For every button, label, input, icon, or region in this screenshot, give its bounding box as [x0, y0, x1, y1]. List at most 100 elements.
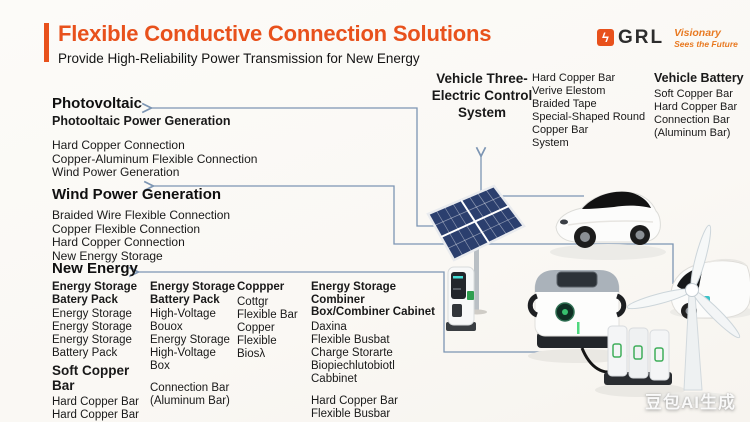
vehicle-battery-list: Soft Copper Bar Hard Copper Bar Connecti…: [654, 88, 746, 140]
title-accent-bar: [44, 23, 49, 62]
column-list: Cottgr Flexible Bar Copper Flexible Bios…: [237, 296, 307, 361]
photovoltaic-list: Hard Copper Connection Copper-Aluminum F…: [52, 138, 352, 180]
list-item: Hard Copper Bar: [52, 396, 139, 408]
list-item: Connection Bar: [150, 382, 230, 394]
column-list: Hard Copper Bar Hard Copper Bar: [52, 396, 144, 422]
column-list: High-Voltage Bouox Energy Storage High-V…: [150, 308, 236, 373]
column-list: Energy Storage Energy Storage Energy Sto…: [52, 308, 144, 360]
list-item: Biosλ: [237, 347, 266, 360]
list-item: New Energy Storage: [52, 248, 163, 263]
vehicle-control-list: Hard Copper Bar Verive Elestom Braided T…: [532, 72, 650, 150]
grl-logo-text: GRL: [618, 27, 665, 48]
new-energy-column-2: Energy Storage Battery Pack High-Voltage…: [150, 281, 236, 408]
list-item: High-Voltage: [150, 347, 216, 359]
photovoltaic-title: Photovoltaic: [52, 95, 143, 112]
powerstation-shadow: [528, 349, 628, 363]
cabinet-shadow: [595, 383, 685, 397]
list-item: Copper-Aluminum Flexible Connection: [52, 151, 258, 166]
new-energy-column-1: Energy Storage Batery Pack Energy Storag…: [52, 281, 144, 422]
page-subtitle: Provide High-Reliability Power Transmiss…: [58, 51, 420, 66]
charging-pile-screen: [451, 272, 466, 299]
column-list: Connection Bar (Aluminum Bar): [150, 382, 236, 408]
list-item: Copper: [237, 321, 275, 334]
list-item: Connection Bar: [654, 114, 730, 126]
list-item: (Aluminum Bar): [150, 395, 230, 407]
section-photovoltaic: Photovoltaic Photooltaic Power Generatio…: [52, 95, 352, 180]
list-item: Wind Power Generation: [52, 165, 180, 179]
list-item: Hard Copper Bar: [311, 394, 398, 407]
list-item: Flexible Busbat: [311, 333, 390, 346]
wind-turbine-illustration: [626, 224, 741, 391]
column-list: Daxina Flexible Busbat Charge Storarte B…: [311, 321, 443, 386]
list-item: (Aluminum Bar): [654, 127, 731, 139]
list-item: Charge Storarte: [311, 346, 393, 359]
list-item: Flexible: [237, 334, 277, 347]
list-item: Braided Wire Flexible Connection: [52, 208, 231, 222]
wind-power-title: Wind Power Generation: [52, 186, 222, 203]
charging-pile-label: [467, 291, 474, 300]
list-item: Soft Copper Bar: [654, 88, 733, 100]
vehicle-control-title: Vehicle Three-Electric Control System: [431, 71, 533, 120]
list-item: Flexible Bar: [237, 308, 298, 321]
list-item: System: [532, 137, 569, 149]
vehicle-battery-title: Vehicle Battery: [654, 71, 744, 85]
list-item: Verive Elestom: [532, 85, 606, 97]
grl-logo: ϟ GRL Visionary Sees the Future: [597, 27, 738, 50]
power-station-screen: [556, 271, 598, 288]
list-item: Energy Storage: [52, 321, 132, 333]
turbine-blades: [626, 224, 741, 339]
list-item: Copper Flexible Connection: [52, 221, 201, 236]
power-station-handle-right: [615, 293, 627, 318]
turbine-hub: [685, 283, 699, 297]
section-vehicle-battery: Vehicle Battery Soft Copper Bar Hard Cop…: [654, 71, 746, 140]
list-item: Special-Shaped Round Copper Bar: [532, 111, 646, 136]
battery-icon: [612, 343, 622, 358]
ai-watermark: 豆包AI生成: [645, 393, 736, 412]
list-item: Hard Copper Connection: [52, 235, 185, 249]
list-item: Hard Copper Bar: [52, 409, 139, 421]
new-energy-title: New Energy: [52, 260, 138, 277]
list-item: Battery Pack: [52, 347, 118, 359]
list-item: Energy Storage: [52, 308, 132, 320]
arrow-photovoltaic: [150, 108, 446, 227]
battery-cabinet-illustration: [580, 325, 672, 385]
section-wind-power: Wind Power Generation Braided Wire Flexi…: [52, 186, 352, 263]
list-item: Flexible Busbar: [311, 407, 391, 420]
list-item: Hard Copper Bar: [654, 101, 738, 113]
soft-copper-bar-heading: Soft Copper Bar: [52, 363, 130, 393]
tagline-line1: Visionary: [674, 27, 721, 39]
grl-logo-bolt-icon: ϟ: [597, 29, 614, 46]
battery-icon: [633, 345, 643, 360]
car-shadow: [550, 244, 666, 260]
list-item: Daxina: [311, 320, 347, 333]
list-item: Box: [150, 360, 170, 372]
car-roof-glass: [582, 191, 651, 209]
list-item: Bouox: [150, 321, 183, 333]
solar-pole: [474, 240, 479, 312]
arrow-wind-power: [152, 186, 674, 284]
hatchback-car-illustration: [555, 191, 661, 248]
wind-power-list: Braided Wire Flexible Connection Copper …: [52, 208, 352, 263]
list-item: Cabbinet: [311, 372, 358, 385]
new-energy-column-4: Energy Storage Combiner Box/Combiner Cab…: [311, 281, 443, 421]
list-item: Cottgr: [237, 295, 269, 308]
photovoltaic-subtitle: Photooltaic Power Generation: [52, 114, 231, 128]
charging-pile-illustration: [446, 266, 476, 331]
new-energy-column-3: Coppper Cottgr Flexible Bar Copper Flexi…: [237, 281, 307, 361]
column-list: Hard Copper Bar Flexible Busbar: [311, 395, 443, 421]
list-item: Hard Copper Connection: [52, 138, 185, 152]
list-item: Energy Storage: [52, 334, 132, 346]
power-station-handle-left: [527, 293, 539, 318]
list-item: Hard Copper Bar: [532, 72, 616, 84]
tagline-line2: Sees the Future: [674, 39, 738, 49]
arrow-new-energy: [137, 272, 622, 353]
power-station-illustration: [527, 270, 627, 348]
list-item: High-Voltage: [150, 308, 216, 320]
column-heading: Energy Storage Battery Pack: [150, 281, 235, 306]
list-item: Biopiechlutobiotl: [311, 359, 395, 372]
list-item: Braided Tape: [532, 98, 597, 110]
battery-icon: [654, 347, 664, 362]
